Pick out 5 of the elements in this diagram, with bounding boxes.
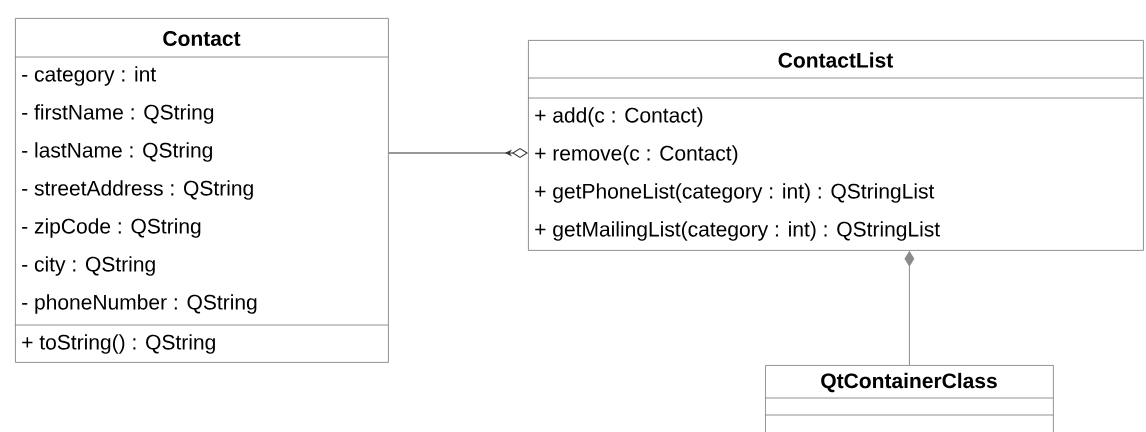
class-box: Contact - category : int - firstName : QString - lastName : QString - streetAddress : QString - zipCode : QString - city : QString - phoneNumber : QString + toString() : QString [14, 18, 389, 363]
association-line [904, 251, 915, 366]
association-line [388, 148, 528, 158]
class-box: QtContainerClass [764, 365, 1054, 432]
class-box: ContactList + add(c : Contact) + remove(c : Contact) + getPhoneList(category : int) : QStringList + getMailingList(category : int) : QStringList [527, 40, 1144, 251]
